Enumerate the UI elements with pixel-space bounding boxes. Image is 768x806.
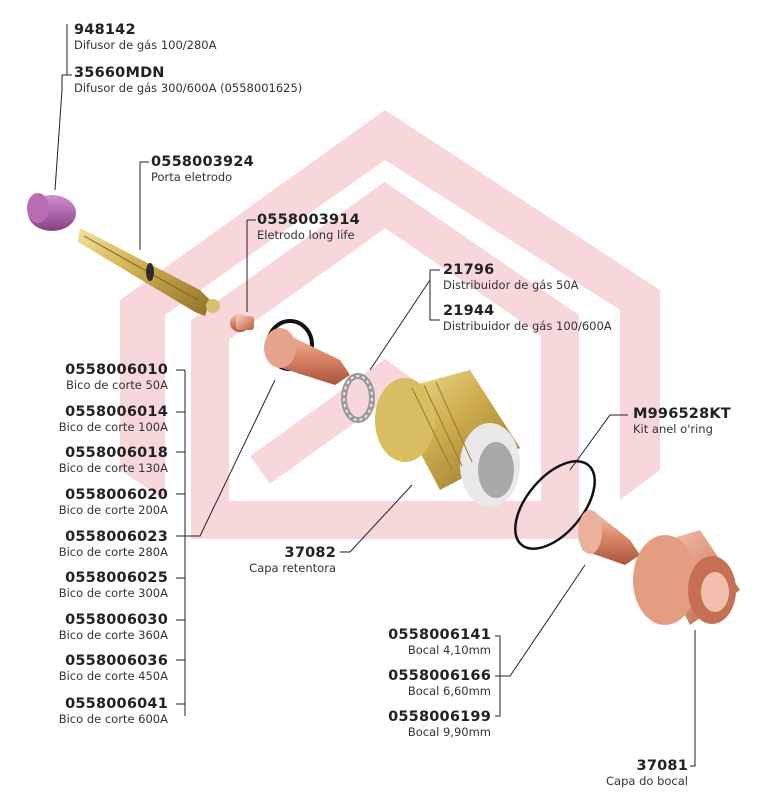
nozzle-cap-part — [633, 530, 740, 625]
part-desc: Bocal 9,90mm — [407, 724, 491, 739]
label-21796: 21796 Distribuidor de gás 50A — [443, 263, 579, 291]
part-code: 0558006041 — [65, 696, 168, 712]
part-desc: Bico de corte 300A — [58, 585, 168, 600]
part-code: 0558006166 — [388, 668, 491, 684]
tip-3: 0558006020 Bico de corte 200A — [59, 488, 168, 516]
label-35660mdn: 35660MDN Difusor de gás 300/600A (055800… — [74, 66, 302, 94]
part-desc: Difusor de gás 300/600A (0558001625) — [74, 80, 303, 95]
tip-6: 0558006030 Bico de corte 360A — [59, 613, 168, 641]
part-code: 0558006020 — [65, 487, 168, 503]
part-desc: Porta eletrodo — [151, 169, 233, 184]
o-ring-part — [514, 460, 596, 550]
tip-0: 0558006010 Bico de corte 50A — [65, 363, 168, 391]
part-code: 37082 — [284, 545, 336, 561]
part-code: 0558006025 — [65, 570, 168, 586]
label-21944: 21944 Distribuidor de gás 100/600A — [443, 304, 612, 332]
part-desc: Difusor de gás 100/280A — [74, 37, 217, 52]
label-37081: 37081 Capa do bocal — [606, 759, 688, 787]
part-desc: Bico de corte 100A — [58, 419, 168, 434]
part-code: 948142 — [74, 22, 136, 38]
gas-distributor-part — [341, 373, 375, 423]
label-0558006141: 0558006141 Bocal 4,10mm — [388, 628, 491, 656]
part-desc: Bocal 4,10mm — [407, 642, 491, 657]
part-code: 0558006018 — [65, 445, 168, 461]
part-desc: Bico de corte 200A — [58, 502, 168, 517]
part-code: 0558006023 — [65, 529, 168, 545]
part-desc: Bico de corte 360A — [58, 627, 168, 642]
electrode-holder-part — [78, 228, 220, 316]
label-0558006166: 0558006166 Bocal 6,60mm — [388, 669, 491, 697]
part-desc: Bico de corte 280A — [58, 544, 168, 559]
tip-4: 0558006023 Bico de corte 280A — [59, 530, 168, 558]
tip-5: 0558006025 Bico de corte 300A — [59, 571, 168, 599]
retaining-cap-part — [375, 370, 520, 507]
part-code: 0558006036 — [65, 653, 168, 669]
leader-lines — [54, 24, 696, 767]
tip-7: 0558006036 Bico de corte 450A — [59, 654, 168, 682]
label-0558003924: 0558003924 Porta eletrodo — [151, 155, 254, 183]
part-code: 0558006030 — [65, 612, 168, 628]
part-desc: Bico de corte 130A — [58, 460, 168, 475]
label-0558006199: 0558006199 Bocal 9,90mm — [388, 710, 491, 738]
tip-8: 0558006041 Bico de corte 600A — [59, 697, 168, 725]
part-code: 0558006141 — [388, 627, 491, 643]
part-desc: Kit anel o'ring — [633, 421, 713, 436]
part-code: 37081 — [636, 758, 688, 774]
gas-diffuser-part — [27, 193, 76, 231]
part-desc: Distribuidor de gás 50A — [443, 277, 579, 292]
tip-1: 0558006014 Bico de corte 100A — [59, 405, 168, 433]
part-code: 0558003924 — [151, 154, 254, 170]
part-code: 0558003914 — [257, 212, 360, 228]
part-desc: Bico de corte 50A — [66, 377, 168, 392]
part-desc: Eletrodo long life — [257, 227, 355, 242]
part-code: M996528KT — [633, 406, 731, 422]
part-desc: Bico de corte 450A — [58, 668, 168, 683]
part-code: 21944 — [443, 303, 495, 319]
part-code: 0558006199 — [388, 709, 491, 725]
part-desc: Bico de corte 600A — [58, 711, 168, 726]
part-desc: Capa retentora — [249, 560, 336, 575]
part-desc: Bocal 6,60mm — [407, 683, 491, 698]
label-m996528kt: M996528KT Kit anel o'ring — [633, 407, 731, 435]
part-code: 35660MDN — [74, 65, 165, 81]
part-code: 0558006010 — [65, 362, 168, 378]
tip-2: 0558006018 Bico de corte 130A — [59, 446, 168, 474]
label-37082: 37082 Capa retentora — [249, 546, 336, 574]
electrode-part — [230, 314, 254, 332]
label-0558003914: 0558003914 Eletrodo long life — [257, 213, 360, 241]
part-desc: Capa do bocal — [606, 773, 688, 788]
part-desc: Distribuidor de gás 100/600A — [443, 318, 612, 333]
part-code: 0558006014 — [65, 404, 168, 420]
part-code: 21796 — [443, 262, 495, 278]
nozzle-part — [578, 510, 640, 565]
label-948142: 948142 Difusor de gás 100/280A — [74, 23, 216, 51]
cutting-tip-part — [264, 319, 350, 385]
